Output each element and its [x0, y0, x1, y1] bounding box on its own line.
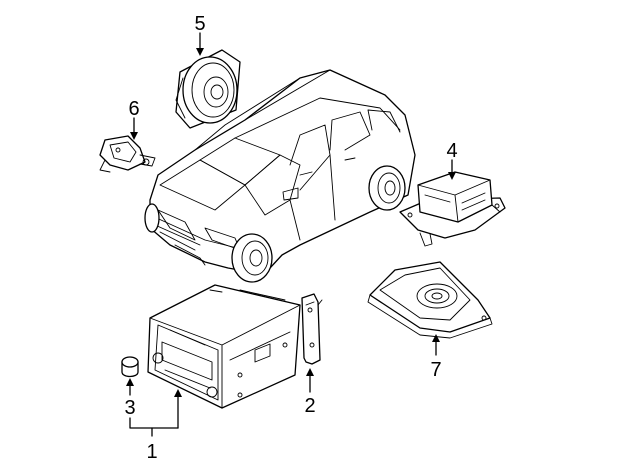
radio-bracket-part[interactable] — [301, 293, 323, 365]
callout-7: 7 — [430, 359, 441, 381]
sensor-bracket-part[interactable] — [99, 135, 156, 173]
module-part[interactable] — [399, 171, 506, 247]
vehicle-illustration — [144, 69, 416, 283]
radio-head-unit-part[interactable] — [147, 284, 301, 409]
speaker-part[interactable] — [175, 49, 241, 129]
amplifier-part[interactable] — [367, 261, 493, 339]
callout-3: 3 — [124, 397, 135, 419]
leader-lines — [126, 32, 456, 437]
callout-4: 4 — [446, 140, 457, 162]
callout-1: 1 — [146, 441, 157, 463]
callout-6: 6 — [128, 98, 139, 120]
knob-part[interactable] — [121, 356, 139, 378]
callout-2: 2 — [304, 395, 315, 417]
callout-5: 5 — [194, 13, 205, 35]
